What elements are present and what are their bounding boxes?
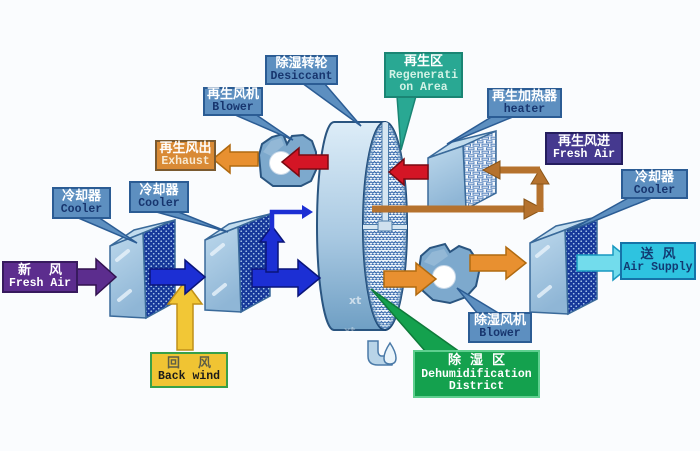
label-pointers: [75, 82, 655, 353]
label-regen-heater: 再生加热器 heater: [487, 88, 562, 118]
cooler-1-zh: 冷却器: [61, 188, 101, 204]
dehumid-blower-fan: [417, 242, 481, 305]
air-supply-zh: 送 风: [640, 246, 676, 262]
label-regen-area: 再生区 Regenerati on Area: [384, 52, 463, 98]
regen-heater-en: heater: [503, 102, 546, 116]
purge-air-line: [269, 209, 302, 230]
purge-air-arrowhead: [302, 205, 313, 219]
label-desiccant: 除湿转轮 Desiccant: [265, 55, 338, 85]
regen-area-zh: 再生区: [403, 54, 443, 70]
watermark-text: xt: [349, 294, 361, 307]
ribbon-curl: [367, 340, 397, 366]
label-regen-fresh-air: 再生风进 Fresh Air: [545, 132, 623, 165]
back-wind-en: Back wind: [157, 369, 221, 383]
label-dehumid-district: 除 湿 区 Dehumidification District: [413, 350, 540, 398]
watermark-text-2: xt: [344, 326, 355, 337]
wheel-hub: [377, 220, 393, 232]
label-exhaust: 再生风出 Exhaust: [155, 140, 216, 171]
exhaust-zh: 再生风出: [159, 141, 212, 157]
regen-heater-zh: 再生加热器: [491, 88, 557, 104]
dehumid-blower-en: Blower: [479, 327, 521, 341]
desiccant-zh: 除湿转轮: [275, 55, 328, 71]
fresh-air-en: Fresh Air: [8, 276, 72, 290]
air-supply-en: Air Supply: [623, 260, 693, 274]
dehumid-blower-zh: 除湿风机: [473, 313, 526, 329]
regen-blower-en: Blower: [212, 101, 254, 115]
dehumid-district-en1: Dehumidification: [421, 367, 532, 381]
label-back-wind: 回 风 Back wind: [150, 352, 228, 388]
cooler-1-en: Cooler: [60, 202, 103, 216]
regen-area-en2: on Area: [399, 81, 448, 95]
label-air-supply: 送 风 Air Supply: [620, 242, 696, 280]
back-wind-arrow: [166, 279, 204, 351]
label-cooler-2: 冷却器 Cooler: [129, 181, 189, 213]
process-air-arrows: [149, 224, 322, 298]
fresh-air-zh: 新 风: [17, 262, 63, 278]
back-wind-zh: 回 风: [166, 355, 212, 371]
dehumid-district-en2: District: [448, 380, 505, 394]
cooler-3-en: Cooler: [633, 183, 676, 197]
regen-air-duct: [372, 160, 550, 220]
regen-fresh-air-zh: 再生风进: [557, 134, 610, 150]
label-cooler-3: 冷却器 Cooler: [621, 169, 688, 199]
desiccant-en: Desiccant: [270, 69, 333, 83]
cooler-3-zh: 冷却器: [634, 169, 674, 185]
exhaust-air-arrows: [211, 143, 528, 297]
cooler-2-en: Cooler: [138, 196, 180, 210]
label-fresh-air: 新 风 Fresh Air: [2, 261, 78, 293]
exhaust-en: Exhaust: [161, 155, 210, 169]
regen-blower-zh: 再生风机: [206, 87, 259, 103]
cooler-2-zh: 冷却器: [139, 182, 179, 198]
hot-air-arrows: [280, 146, 429, 187]
fresh-air-arrow: [74, 257, 118, 297]
label-cooler-1: 冷却器 Cooler: [52, 187, 111, 219]
label-regen-blower: 再生风机 Blower: [203, 87, 263, 116]
dehumid-district-zh: 除 湿 区: [447, 353, 506, 369]
rotary-wheel: [316, 121, 408, 331]
label-dehumid-blower: 除湿风机 Blower: [468, 312, 532, 343]
regen-area-en1: Regenerati: [388, 68, 458, 82]
regen-fresh-air-en: Fresh Air: [552, 148, 616, 162]
